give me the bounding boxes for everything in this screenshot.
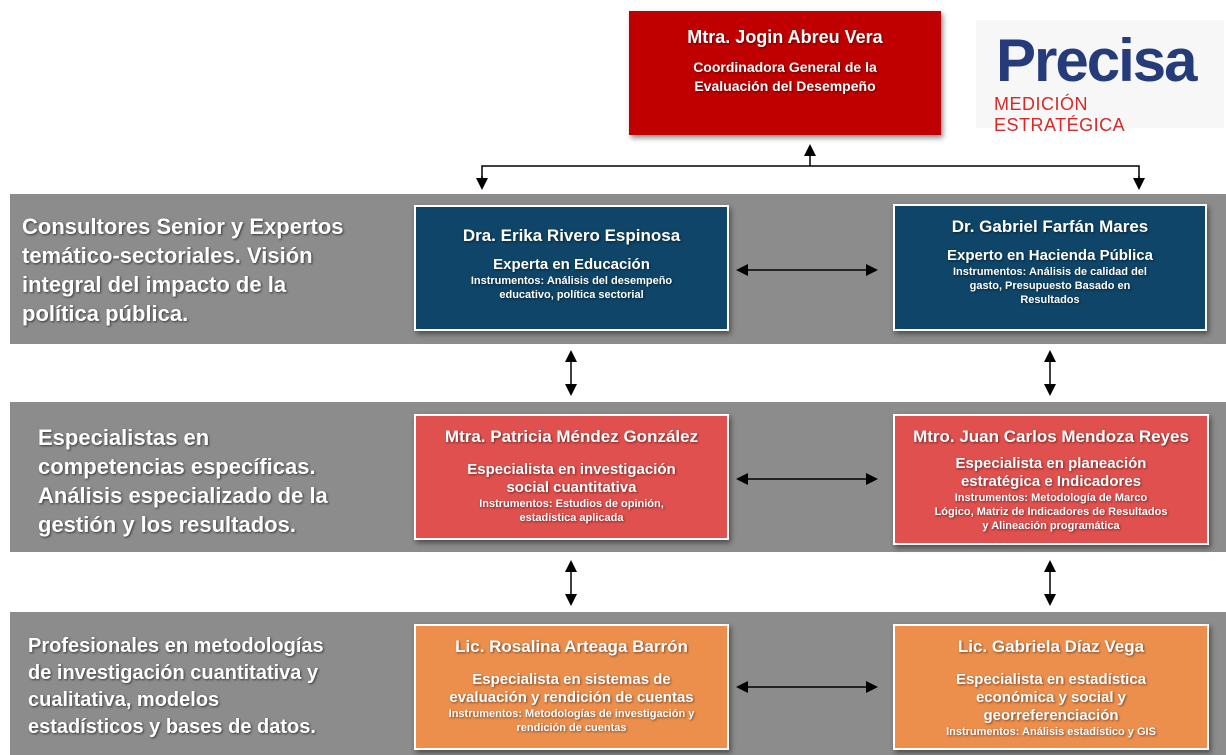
expert-role: Experta en Educación bbox=[493, 256, 650, 273]
desc-line: integral del impacto de la bbox=[22, 272, 287, 297]
expert-name: Dra. Erika Rivero Espinosa bbox=[462, 226, 681, 245]
expert-role: Experto en Hacienda Pública bbox=[947, 247, 1153, 264]
desc-line: Profesionales en metodologías bbox=[28, 635, 324, 657]
desc-line: Especialistas en bbox=[38, 425, 210, 450]
specialist-instruments: Lógico, Matriz de Indicadores de Resulta… bbox=[934, 506, 1168, 518]
specialist-role: Especialista en investigación bbox=[467, 461, 676, 478]
professional-role: Especialista en estadística bbox=[955, 671, 1147, 688]
professional-box-statistics: Lic. Gabriela Díaz Vega Especialista en … bbox=[893, 624, 1209, 750]
specialist-role: Especialista en planeación bbox=[955, 455, 1147, 472]
logo-subtitle: MEDICIÓN ESTRATÉGICA bbox=[994, 94, 1126, 135]
professional-instruments: Instrumentos: Análisis estadístico y GIS bbox=[946, 726, 1156, 738]
expert-instruments: educativo, política sectorial bbox=[499, 289, 644, 301]
expert-box-finance: Dr. Gabriel Farfán Mares Experto en Haci… bbox=[893, 204, 1207, 331]
specialist-instruments: estadística aplicada bbox=[519, 512, 624, 524]
coordinator-name: Mtra. Jogin Abreu Vera bbox=[687, 27, 883, 47]
specialist-role: social cuantitativa bbox=[506, 479, 637, 496]
professional-instruments: Instrumentos: Metodologías de investigac… bbox=[448, 708, 695, 720]
specialist-role: estratégica e Indicadores bbox=[960, 473, 1142, 490]
desc-line: competencias específicas. bbox=[38, 454, 316, 479]
tier-senior-description: Consultores Senior y Expertos temático-s… bbox=[22, 212, 392, 328]
professional-name: Lic. Gabriela Díaz Vega bbox=[957, 637, 1145, 656]
professional-role: evaluación y rendición de cuentas bbox=[449, 689, 694, 706]
tier-professionals-description: Profesionales en metodologías de investi… bbox=[28, 633, 398, 741]
precisa-logo: Precisa MEDICIÓN ESTRATÉGICA bbox=[976, 20, 1224, 135]
professional-name: Lic. Rosalina Arteaga Barrón bbox=[455, 637, 688, 656]
professional-instruments: rendición de cuentas bbox=[516, 722, 627, 734]
professional-role: Especialista en sistemas de bbox=[472, 671, 671, 688]
expert-instruments: Resultados bbox=[1020, 294, 1080, 306]
specialist-instruments: Instrumentos: Estudios de opinión, bbox=[479, 498, 664, 510]
desc-line: Análisis especializado de la bbox=[38, 483, 328, 508]
coordinator-role-line2: Evaluación del Desempeño bbox=[694, 78, 876, 94]
professional-role: georreferenciación bbox=[983, 707, 1119, 724]
desc-line: política pública. bbox=[22, 301, 189, 326]
coordinator-box: Mtra. Jogin Abreu Vera Coordinadora Gene… bbox=[629, 11, 941, 135]
desc-line: Consultores Senior y Expertos bbox=[22, 214, 344, 239]
expert-instruments: gasto, Presupuesto Basado en bbox=[969, 280, 1131, 292]
desc-line: estadísticos y bases de datos. bbox=[28, 716, 316, 738]
coordinator-role-line1: Coordinadora General de la bbox=[693, 59, 877, 75]
expert-name: Dr. Gabriel Farfán Mares bbox=[951, 217, 1149, 236]
expert-instruments: Instrumentos: Análisis de calidad del bbox=[953, 266, 1147, 278]
specialist-instruments: Instrumentos: Metodología de Marco bbox=[954, 492, 1148, 504]
expert-box-education: Dra. Erika Rivero Espinosa Experta en Ed… bbox=[414, 205, 729, 331]
expert-instruments: Instrumentos: Análisis del desempeño bbox=[470, 275, 673, 287]
desc-line: cualitativa, modelos bbox=[28, 689, 220, 711]
desc-line: gestión y los resultados. bbox=[38, 512, 296, 537]
professional-role: económica y social y bbox=[975, 689, 1127, 706]
specialist-name: Mtro. Juan Carlos Mendoza Reyes bbox=[913, 427, 1189, 446]
professional-box-evaluation: Lic. Rosalina Arteaga Barrón Especialist… bbox=[414, 624, 729, 750]
logo-wordmark: Precisa bbox=[996, 27, 1198, 94]
desc-line: temático-sectoriales. Visión bbox=[22, 243, 313, 268]
specialist-box-social-research: Mtra. Patricia Méndez González Especiali… bbox=[414, 414, 729, 540]
specialist-name: Mtra. Patricia Méndez González bbox=[444, 427, 699, 446]
desc-line: de investigación cuantitativa y bbox=[28, 662, 319, 684]
specialist-instruments: y Alineación programática bbox=[982, 520, 1120, 532]
specialist-box-planning: Mtro. Juan Carlos Mendoza Reyes Especial… bbox=[893, 414, 1209, 545]
tier-specialists-description: Especialistas en competencias específica… bbox=[38, 423, 398, 539]
